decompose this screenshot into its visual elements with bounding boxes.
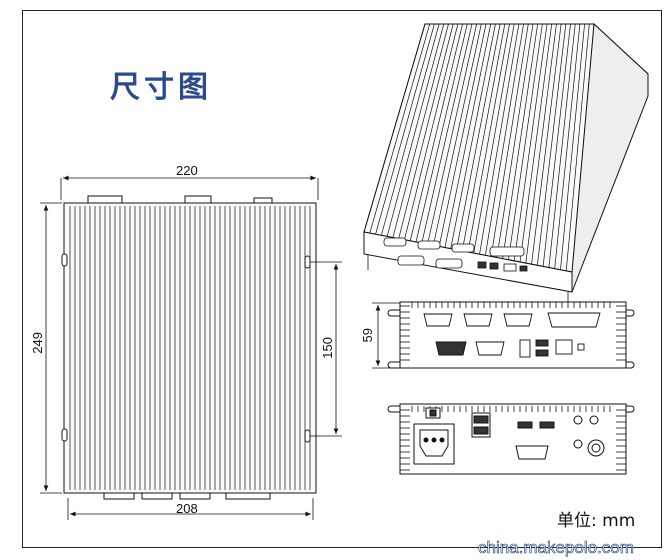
left-height-label: 249 <box>30 332 45 354</box>
heatsink-fin <box>536 23 567 266</box>
heatsink-fin <box>490 23 529 257</box>
heatsink-fin <box>467 23 510 253</box>
hole-spacing-label: 150 <box>320 337 335 359</box>
heatsink-fin <box>496 23 534 258</box>
watermark: china.makepolo.com <box>478 538 635 558</box>
heatsink-fin <box>525 23 557 264</box>
heatsink-fin <box>450 23 496 249</box>
heatsink-fin <box>380 23 440 236</box>
hole-spacing-dimension <box>310 261 342 437</box>
heatsink-fin <box>427 23 477 245</box>
heatsink-fin <box>404 23 459 240</box>
unit-label: 单位: mm <box>557 511 636 531</box>
heatsink-fin <box>548 23 576 268</box>
heatsink-fin <box>484 23 524 256</box>
heatsink-fin <box>444 23 492 248</box>
top-width-label: 220 <box>176 163 198 178</box>
heatsink-fin <box>369 23 431 234</box>
heatsink-fin <box>479 23 520 255</box>
rear-view <box>387 403 635 475</box>
heatsink-fin <box>560 23 585 270</box>
heatsink-fin <box>409 23 463 241</box>
heatsink-fin <box>363 23 426 233</box>
heatsink-fin <box>473 23 515 254</box>
heatsink-fin <box>421 23 473 244</box>
heatsink-fin <box>531 23 562 265</box>
heatsink-fin <box>542 23 571 267</box>
heatsink-fin <box>565 23 590 271</box>
heatsink-fin <box>386 23 445 237</box>
isometric-view <box>363 22 649 306</box>
heatsink-fin <box>461 23 506 251</box>
heatsink-fin <box>456 23 501 250</box>
heatsink-fin <box>392 23 449 238</box>
heatsink-fin <box>513 23 548 261</box>
heatsink-fin <box>398 23 454 239</box>
heatsink-fin <box>502 23 539 259</box>
heatsink-fin <box>415 23 468 243</box>
heatsink-fin <box>375 23 435 235</box>
front-view <box>387 301 635 369</box>
bottom-width-dimension <box>67 498 314 520</box>
top-width-dimension <box>60 175 319 200</box>
top-view <box>61 195 317 500</box>
heatsink-fin <box>508 23 543 260</box>
bottom-width-label: 208 <box>176 501 198 516</box>
left-height-dimension <box>40 202 62 494</box>
heatsink-fin <box>432 23 482 246</box>
front-height-label: 59 <box>360 328 375 343</box>
heatsink-fin <box>438 23 487 247</box>
front-height-dimension <box>372 302 400 369</box>
page-title: 尺寸图 <box>110 70 212 105</box>
heatsink-fin <box>554 23 581 269</box>
heatsink-fin <box>519 23 553 263</box>
drawing-frame <box>22 10 662 548</box>
